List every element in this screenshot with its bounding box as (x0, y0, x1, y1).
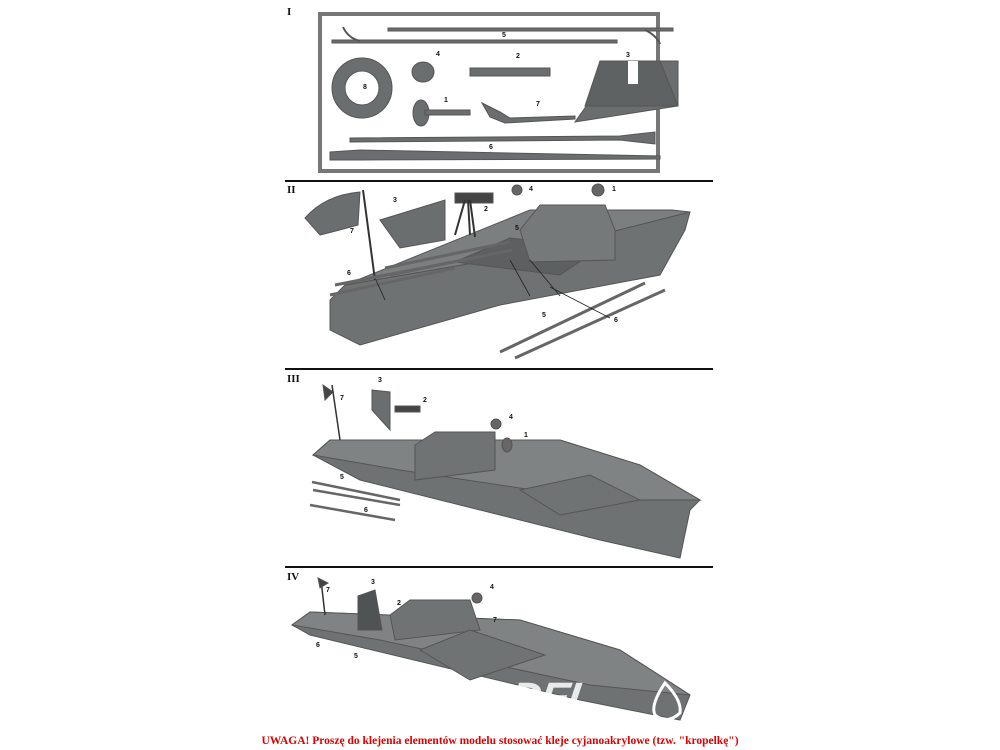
part-label: 4 (490, 584, 494, 591)
glue-warning: UWAGA! Proszę do klejenia elementów mode… (261, 735, 739, 747)
logo-drop (652, 680, 682, 721)
part-label: 6 (489, 144, 493, 151)
step-number: II (287, 184, 296, 196)
part-label: 7 (350, 228, 354, 235)
part-label: 7 (340, 395, 344, 402)
wheelhouse (389, 599, 481, 641)
divider (285, 368, 713, 370)
part-label: 6 (316, 642, 320, 649)
step-number: I (287, 6, 292, 18)
step-3-hull (309, 383, 702, 559)
part-label: 3 (378, 377, 382, 384)
machine-gun (454, 192, 494, 204)
part-label: 7 (536, 101, 540, 108)
part-label: 8 (363, 84, 367, 91)
part-label: 2 (516, 53, 520, 60)
part-label: 5 (354, 653, 358, 660)
part-label: 1 (444, 97, 448, 104)
part-label: 2 (397, 600, 401, 607)
part-label: 3 (626, 52, 630, 59)
watermark: ODEL (474, 674, 596, 723)
wheelhouse (519, 204, 616, 263)
step-4-hull (290, 577, 691, 721)
part-5a (387, 27, 674, 32)
part-label: 5 (515, 225, 519, 232)
part-label: 6 (364, 507, 368, 514)
part-4 (411, 61, 435, 83)
part-label: 4 (509, 414, 513, 421)
part-label: 5 (340, 474, 344, 481)
part-2 (469, 67, 551, 77)
part-label: 1 (524, 432, 528, 439)
step-2-hull (304, 183, 691, 360)
divider (285, 180, 713, 182)
part-label: 1 (612, 186, 616, 193)
sprue-parts (329, 26, 679, 161)
part-label: 2 (423, 397, 427, 404)
part-label: 5 (542, 312, 546, 319)
part-label: 6 (614, 317, 618, 324)
part-label: 3 (371, 579, 375, 586)
divider (285, 566, 713, 568)
wheelhouse (414, 431, 496, 481)
step-number: IV (287, 571, 300, 583)
part-label: 7 (493, 617, 497, 624)
part-label: 4 (436, 51, 440, 58)
part-label: 5 (502, 32, 506, 39)
part-7 (480, 101, 576, 124)
part-6b (329, 149, 661, 161)
part-label: 6 (347, 270, 351, 277)
shield-plate (379, 199, 446, 249)
part-5b (331, 39, 618, 44)
part-label: 3 (393, 197, 397, 204)
part-label: 2 (484, 206, 488, 213)
part-label: 4 (529, 186, 533, 193)
part-label: 7 (326, 587, 330, 594)
part-6a (349, 131, 656, 145)
step-number: III (287, 373, 300, 385)
flag (304, 191, 361, 236)
